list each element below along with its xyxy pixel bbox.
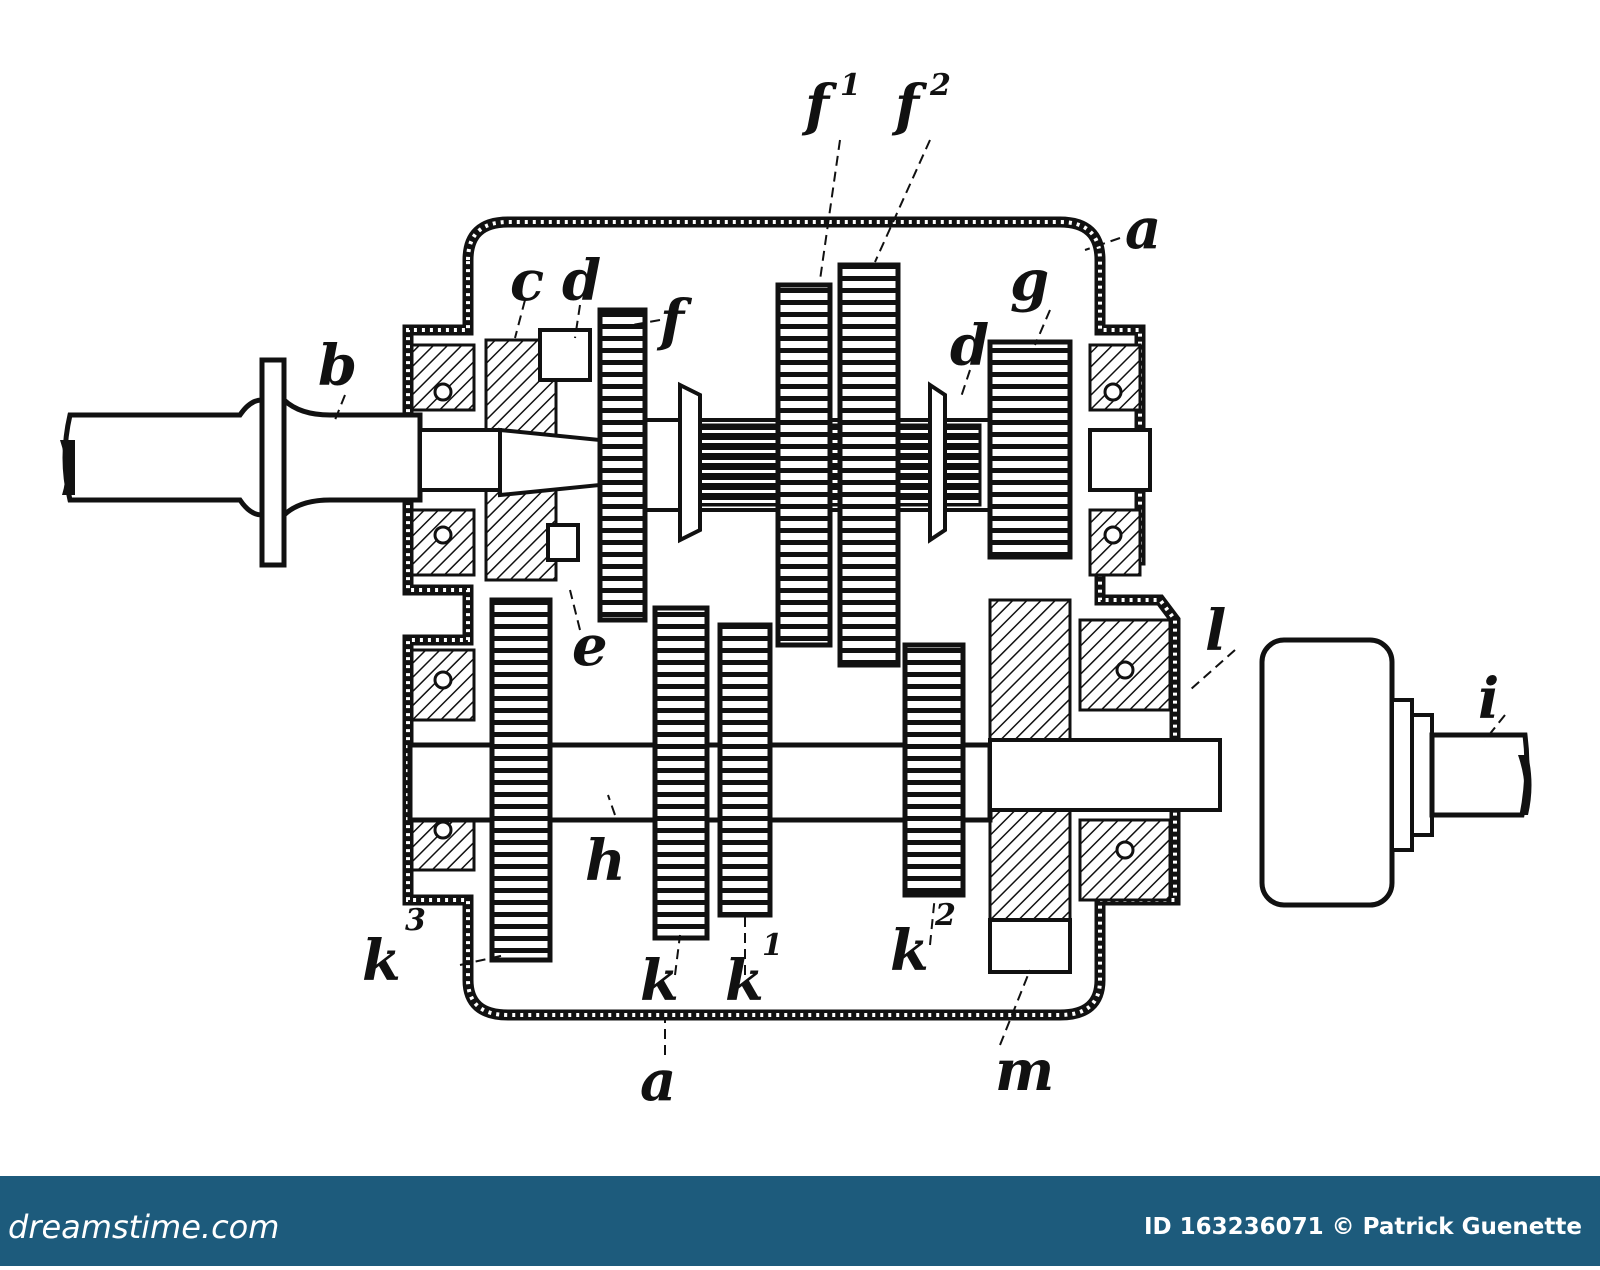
- label-a-bottom: a: [640, 1048, 676, 1114]
- label-c: c: [510, 248, 544, 314]
- watermark-footer: dreamstime.com ID 163236071 © Patrick Gu…: [0, 1176, 1600, 1266]
- label-f2: f: [891, 73, 928, 139]
- label-f: f: [656, 288, 693, 354]
- input-shaft: [60, 357, 602, 568]
- gearbox-diagram: f 1 f 2 a c d f g d b e l i h k 3 k k 1 …: [60, 68, 1532, 1114]
- label-k: k: [640, 948, 679, 1014]
- label-k3-sup: 3: [405, 903, 426, 938]
- part-labels: f 1 f 2 a c d f g d b e l i h k 3 k k 1 …: [318, 68, 1499, 1114]
- housing: [402, 216, 1181, 1021]
- label-k2: k: [890, 918, 929, 984]
- label-f2-sup: 2: [929, 68, 951, 103]
- label-k1: k: [725, 948, 764, 1014]
- leader-lines: [334, 139, 1506, 1055]
- upper-gears: [538, 262, 1073, 668]
- label-m: m: [995, 1038, 1054, 1104]
- label-g: g: [1010, 248, 1049, 314]
- label-k3: k: [362, 928, 401, 994]
- label-k2-sup: 2: [934, 898, 956, 933]
- label-h: h: [585, 828, 626, 894]
- label-e: e: [572, 613, 608, 679]
- label-i: i: [1478, 666, 1499, 732]
- label-b: b: [318, 333, 357, 399]
- label-k1-sup: 1: [762, 928, 783, 963]
- output-shaft: [1259, 637, 1532, 908]
- lower-gears: [489, 597, 1072, 974]
- dreamstime-logo: dreamstime.com: [8, 1208, 279, 1246]
- label-f1-sup: 1: [840, 68, 861, 103]
- label-f1: f: [801, 73, 838, 139]
- label-d-right: d: [950, 313, 989, 379]
- label-d-left: d: [562, 248, 601, 314]
- label-l: l: [1205, 598, 1226, 664]
- gearbox-drawing: f 1 f 2 a c d f g d b e l i h k 3 k k 1 …: [60, 68, 1532, 1114]
- footer-svg: dreamstime.com ID 163236071 © Patrick Gu…: [0, 1176, 1600, 1266]
- image-credit: ID 163236071 © Patrick Guenette: [1144, 1214, 1582, 1240]
- footer-background: [0, 1176, 1600, 1266]
- label-a-top: a: [1125, 196, 1161, 262]
